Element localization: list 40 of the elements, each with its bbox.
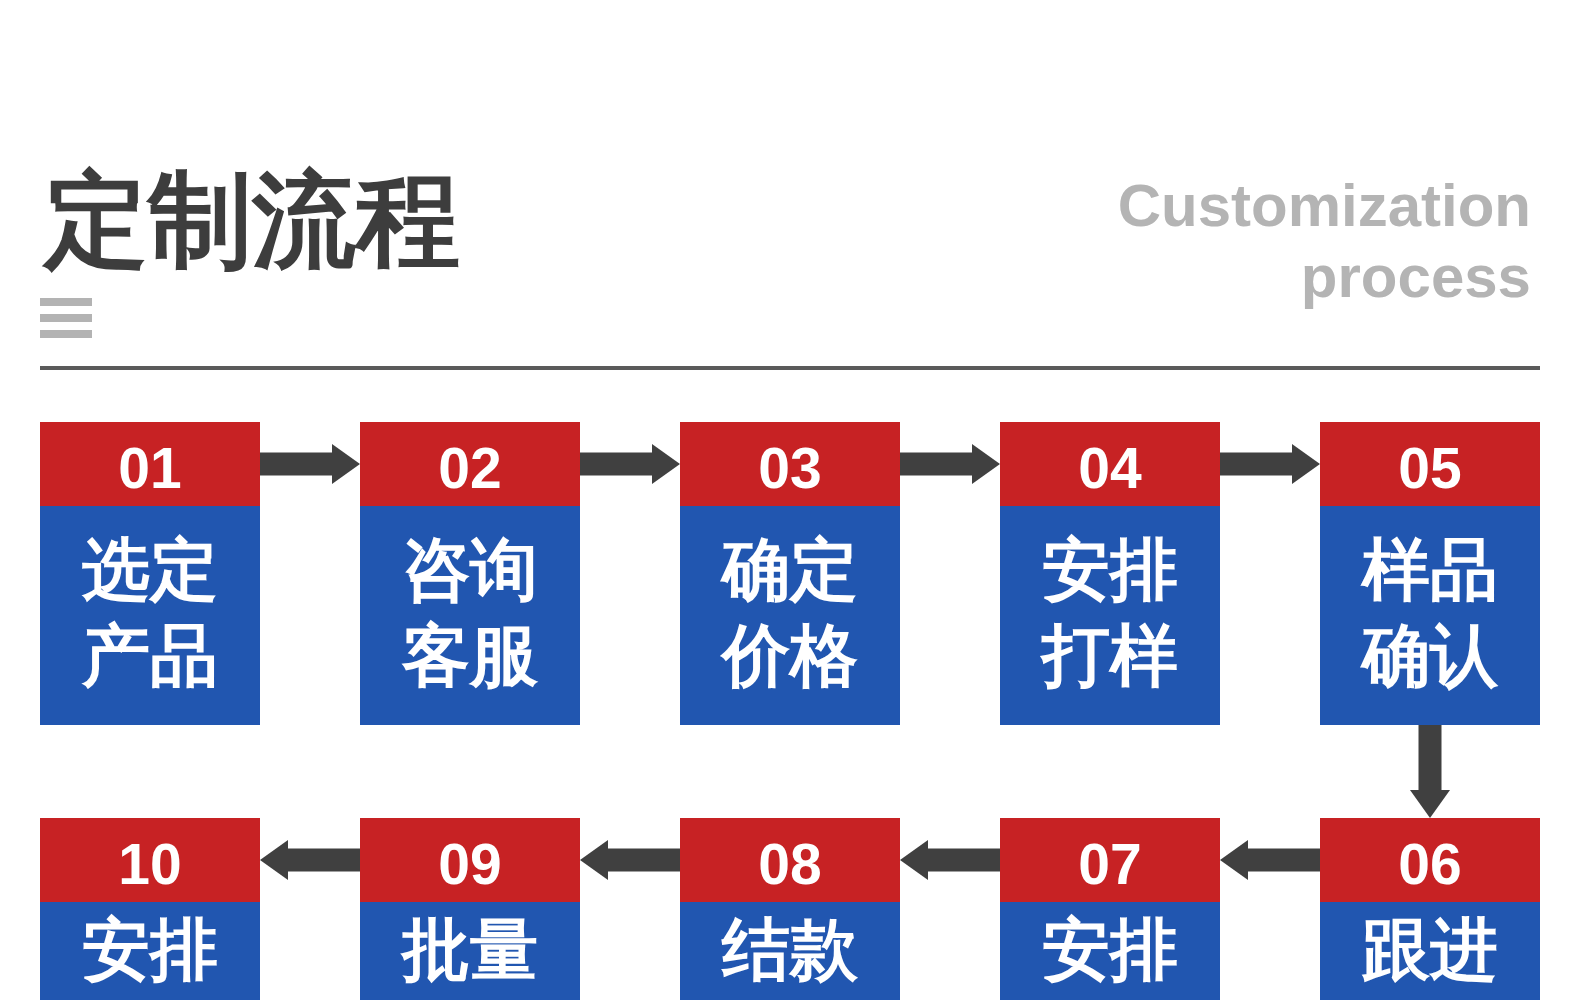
number-banner: 05 [1320, 422, 1540, 506]
arrow [900, 840, 1000, 880]
step-card [360, 422, 580, 725]
number-banner: 01 [40, 422, 260, 506]
step-card [1000, 422, 1220, 725]
step-title: 结款 [720, 909, 859, 991]
arrow [260, 444, 360, 484]
step-title: 安排 [1041, 909, 1179, 991]
step-card [680, 422, 900, 725]
step-title: 跟进 [1361, 909, 1499, 991]
arrow [900, 444, 1000, 484]
number-banner: 07 [1000, 818, 1220, 902]
number-banner: 08 [680, 818, 900, 902]
step-title: 咨询客服 [401, 529, 539, 697]
step-card [40, 422, 260, 725]
step-title: 安排 [81, 909, 219, 991]
step-card [40, 818, 260, 1000]
number-banner: 03 [680, 422, 900, 506]
arrow [580, 444, 680, 484]
number-banner: 10 [40, 818, 260, 902]
step-title: 批量 [400, 909, 539, 991]
step-card [360, 818, 580, 1000]
subtitle: Customization process [1116, 171, 1531, 312]
number-banner: 06 [1320, 818, 1540, 902]
number-banner: 09 [360, 818, 580, 902]
step-title: 安排打样 [1040, 529, 1179, 697]
step-card [1320, 422, 1540, 725]
arrow [580, 840, 680, 880]
step-title: 样品确认 [1360, 529, 1499, 697]
arrow [1410, 725, 1450, 818]
arrow [1220, 444, 1320, 484]
arrow [260, 840, 360, 880]
step-card [1000, 818, 1220, 1000]
step-card [1320, 818, 1540, 1000]
number-banner: 02 [360, 422, 580, 506]
step-title: 确定价格 [720, 529, 859, 697]
step-card [680, 818, 900, 1000]
arrow [1220, 840, 1320, 880]
step-title: 选定产品 [81, 529, 219, 697]
number-banner: 04 [1000, 422, 1220, 506]
